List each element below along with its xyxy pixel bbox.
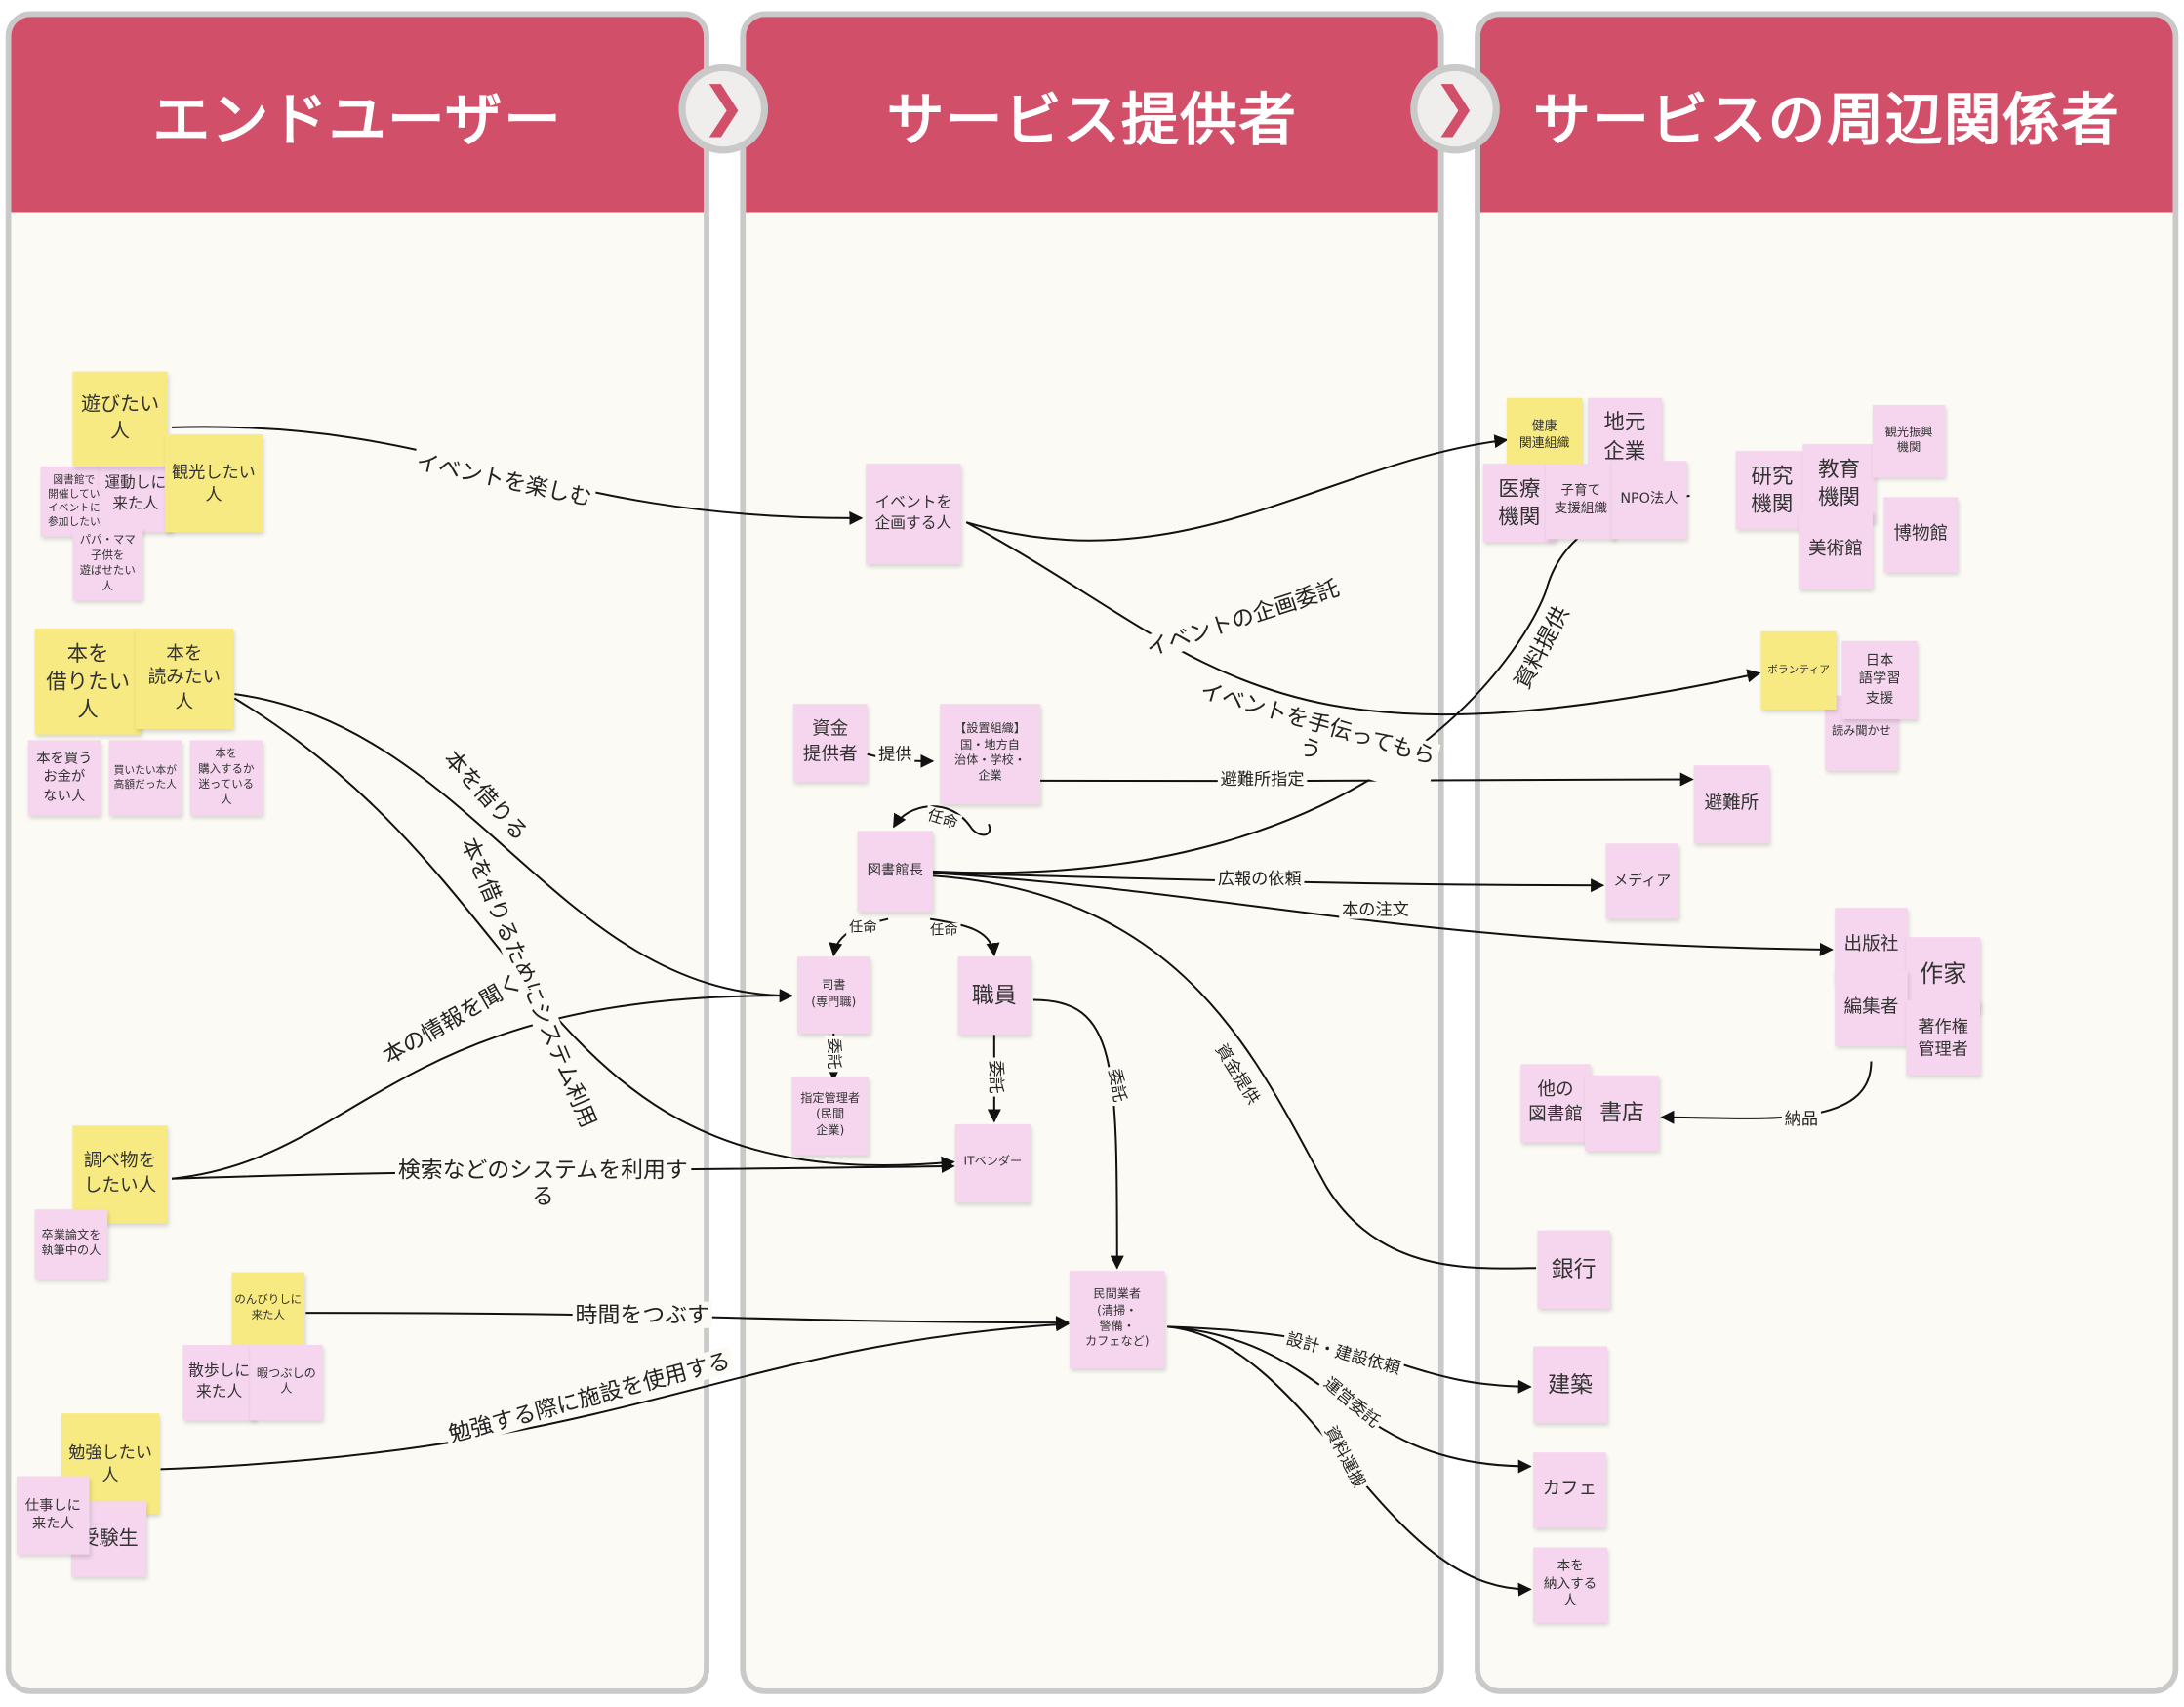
note-author[interactable]: 作家: [1906, 937, 1981, 1013]
label-kill-time: 時間をつぶす: [572, 1301, 712, 1329]
note-childcare-support[interactable]: 子育て 支援組織: [1546, 464, 1616, 540]
label-delegate-manager: 委託: [824, 1036, 843, 1073]
end-user-header: エンドユーザー: [11, 17, 705, 213]
note-designated-manager[interactable]: 指定管理者 (民間 企業): [791, 1077, 870, 1156]
note-researcher-user[interactable]: 調べ物を したい人: [72, 1125, 168, 1224]
provider-column: サービス提供者: [740, 11, 1444, 1694]
connector-provide-materials: [932, 494, 1690, 874]
note-art-museum[interactable]: 美術館: [1799, 510, 1873, 589]
note-research-inst[interactable]: 研究 機関: [1735, 451, 1809, 530]
connector-appoint-staff: [929, 917, 1000, 957]
connector-delegate-contractor: [1032, 998, 1124, 1270]
note-bank[interactable]: 銀行: [1537, 1230, 1610, 1309]
connector-ask-book-info: [171, 989, 793, 1180]
note-want-to-borrow[interactable]: 本を 借りたい 人: [34, 628, 142, 735]
label-provide: 提供: [875, 744, 915, 765]
note-thesis-writer[interactable]: 卒業論文を 執筆中の人: [34, 1209, 108, 1280]
connector-event-help: [965, 521, 1761, 716]
label-shelter-designation: 避難所指定: [1217, 769, 1308, 791]
note-tourism[interactable]: 観光振興 機関: [1872, 404, 1946, 478]
connector-appoint-director: [892, 805, 991, 836]
note-establishing-org[interactable]: 【設置組織】 国・地方自 治体・学校・ 企業: [940, 704, 1041, 805]
note-relaxing-visitor[interactable]: のんびりしに 来た人: [231, 1272, 304, 1346]
note-media[interactable]: メディア: [1605, 843, 1678, 919]
note-event-planner[interactable]: イベントを 企画する人: [866, 464, 961, 565]
note-medical[interactable]: 医療 機関: [1482, 464, 1557, 543]
note-killing-time[interactable]: 暇つぶしの 人: [250, 1345, 323, 1421]
note-japanese-support[interactable]: 日本 語学習 支援: [1841, 640, 1918, 719]
chevron-right-icon[interactable]: ❯: [678, 63, 769, 154]
connector-borrow-book: [234, 693, 793, 1003]
note-book-deliverer[interactable]: 本を 納入する 人: [1533, 1547, 1608, 1623]
note-library-event-participant[interactable]: 図書館で 開催してい イベントに 参加したい: [40, 466, 108, 537]
provider-title: サービス提供者: [886, 86, 1298, 154]
note-exercise-visitor[interactable]: 運動しに 来た人: [99, 456, 173, 533]
note-staff[interactable]: 職員: [957, 956, 1031, 1036]
note-shelter[interactable]: 避難所: [1693, 765, 1770, 844]
note-education-inst[interactable]: 教育 機関: [1802, 444, 1876, 523]
note-undecided-buyer[interactable]: 本を 購入するか 迷っている 人: [189, 740, 263, 816]
note-parents[interactable]: パパ・ママ 子供を 遊ばせたい 人: [72, 527, 142, 601]
label-pr-request: 広報の依頼: [1214, 869, 1305, 889]
connector-delivery: [1660, 1061, 1873, 1124]
label-use-search-system: 検索などのシステムを利用す る: [394, 1156, 691, 1210]
connector-funding: [932, 874, 1537, 1270]
note-work-visitor[interactable]: 仕事しに 来た人: [17, 1476, 90, 1555]
note-npo[interactable]: NPO法人: [1611, 461, 1687, 540]
connector-event-commission: [965, 434, 1509, 542]
connector-shelter-designation: [1040, 772, 1694, 787]
note-health-org[interactable]: 健康 関連組織: [1506, 397, 1583, 474]
note-director[interactable]: 図書館長: [857, 831, 933, 913]
label-appoint-librarian: 任命: [846, 919, 880, 938]
note-editor[interactable]: 編集者: [1835, 970, 1908, 1046]
note-private-contractor[interactable]: 民間業者 (清掃・ 警備・ カフェなど): [1070, 1271, 1165, 1369]
note-no-money[interactable]: 本を買う お金が ない人: [27, 740, 101, 816]
label-book-order: 本の注文: [1339, 899, 1412, 920]
note-funds[interactable]: 資金 提供者: [792, 704, 868, 783]
note-museum[interactable]: 博物館: [1883, 497, 1959, 573]
note-cafe[interactable]: カフェ: [1533, 1452, 1606, 1528]
provider-header: サービス提供者: [746, 17, 1438, 213]
label-delivery: 納品: [1781, 1109, 1821, 1129]
note-copyright-manager[interactable]: 著作権 管理者: [1906, 999, 1981, 1076]
note-expensive-book[interactable]: 買いたい本が 高額だった人: [108, 740, 182, 816]
note-walking-visitor[interactable]: 散歩しに 来た人: [182, 1345, 256, 1421]
stakeholders-title: サービスの周辺関係者: [1533, 86, 2121, 154]
note-want-to-play[interactable]: 遊びたい 人: [72, 371, 168, 467]
stakeholders-header: サービスの周辺関係者: [1479, 17, 2173, 213]
label-delegate-it: 委託: [985, 1057, 1006, 1097]
connector-kill-time: [305, 1312, 1071, 1330]
note-librarian[interactable]: 司書 (専門職): [797, 956, 870, 1034]
note-other-library[interactable]: 他の 図書館: [1520, 1064, 1591, 1143]
note-sightseeing[interactable]: 観光したい 人: [164, 434, 263, 533]
chevron-right-icon[interactable]: ❯: [1410, 63, 1500, 154]
note-bookstore[interactable]: 書店: [1585, 1075, 1659, 1152]
connector-use-for-study: [160, 1318, 1071, 1471]
label-appoint-staff: 任命: [927, 922, 961, 941]
note-volunteer[interactable]: ボランティア: [1760, 630, 1837, 710]
note-construction[interactable]: 建築: [1533, 1346, 1608, 1424]
end-user-title: エンドユーザー: [152, 86, 563, 154]
note-want-to-read[interactable]: 本を 読みたい 人: [135, 628, 233, 729]
note-it-vendor[interactable]: ITベンダー: [954, 1123, 1031, 1203]
